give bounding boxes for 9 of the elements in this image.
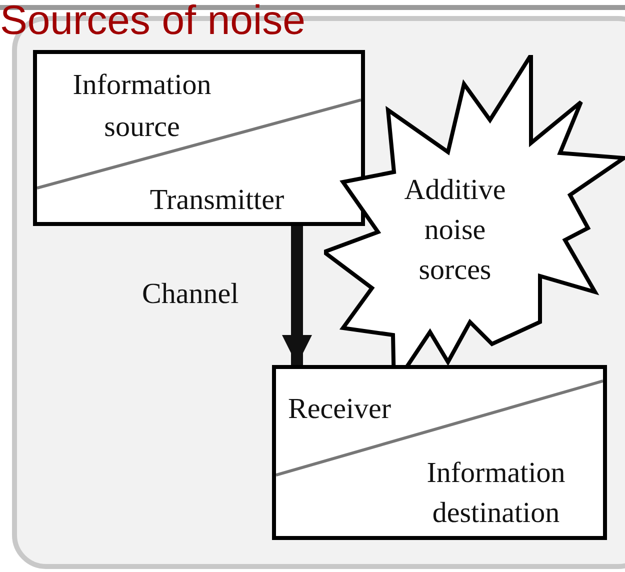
box-label: Transmitter xyxy=(148,183,286,218)
split-box xyxy=(33,50,365,226)
split-box xyxy=(272,365,607,540)
arrow xyxy=(282,226,312,365)
box-label: Information source xyxy=(72,68,212,145)
box-label: Information destination xyxy=(426,456,566,531)
title: Sources of noise xyxy=(0,0,306,44)
box-label: Receiver xyxy=(288,392,392,427)
starburst-label: Additive noise sorces xyxy=(403,173,507,288)
